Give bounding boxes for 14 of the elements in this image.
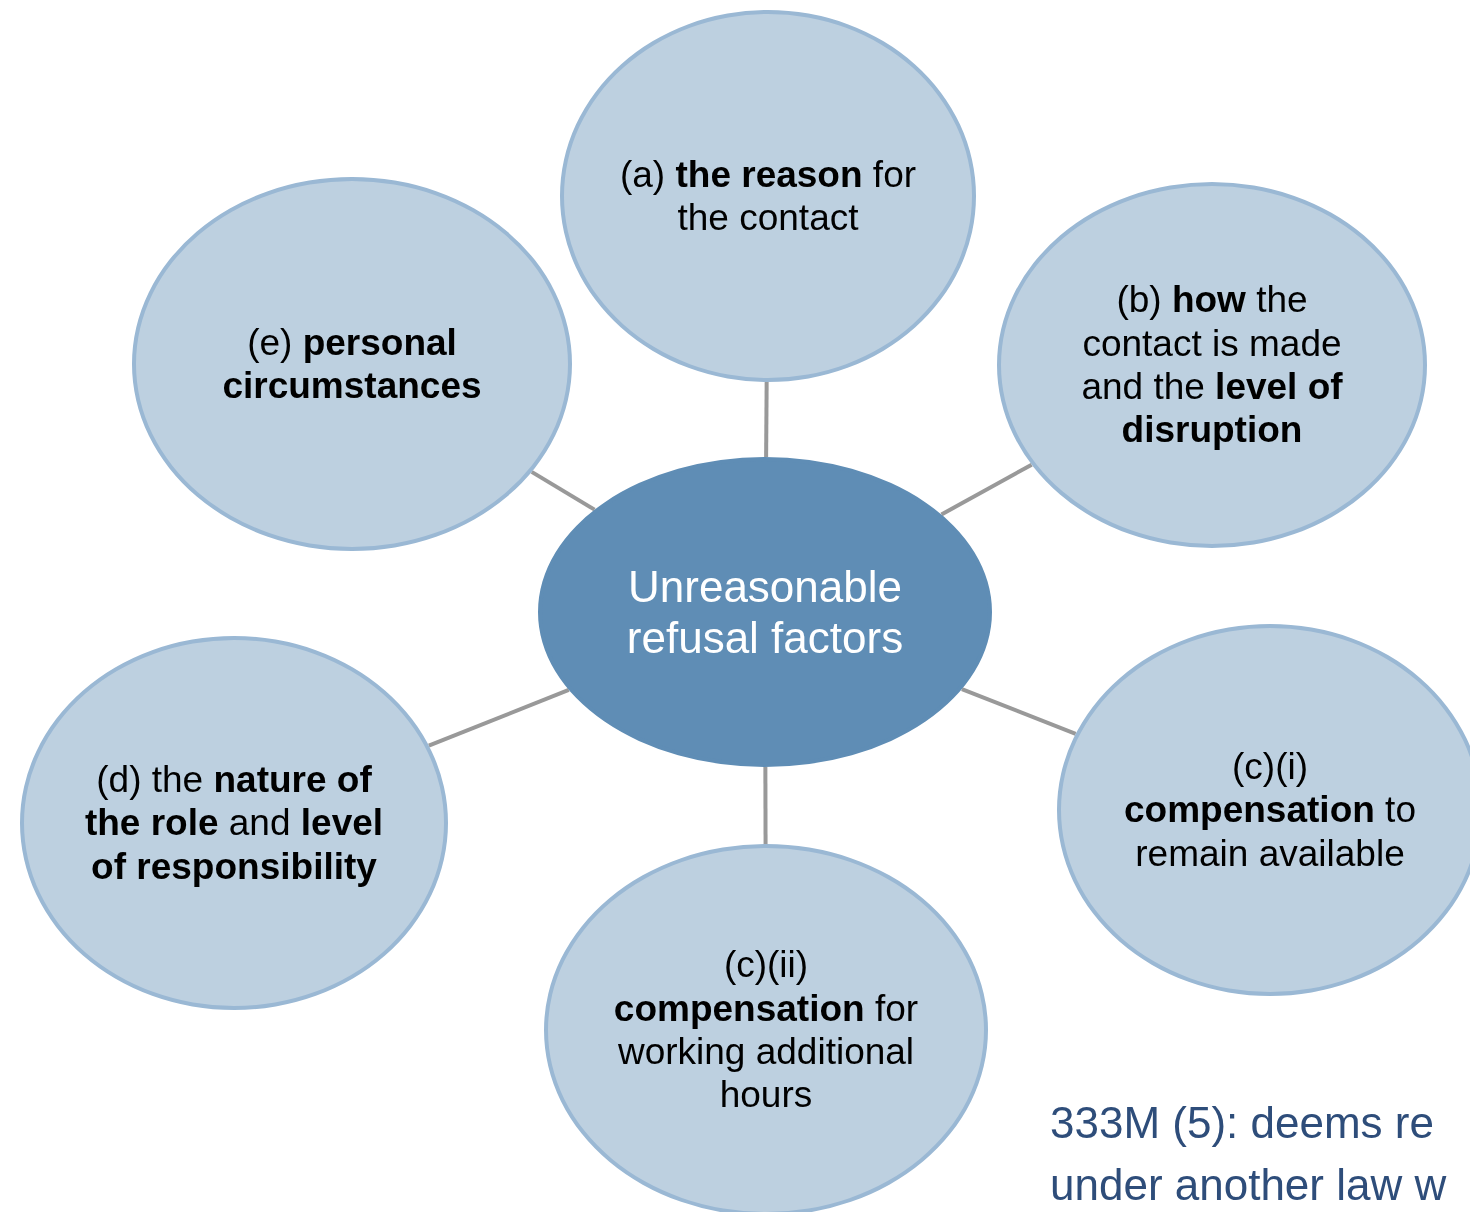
node-text: (d) the nature of the role and level of responsibility — [84, 758, 384, 888]
node-text: (b) how the contact is made and the level of disruption — [1080, 278, 1344, 452]
connector-line — [961, 687, 1077, 736]
note-text: 333M (5): deems re — [1050, 1098, 1434, 1148]
connector-line — [764, 382, 769, 457]
connector-line — [530, 470, 596, 512]
node-text: (c)(i) compensation to remain available — [1123, 745, 1417, 875]
note-text: under another law w — [1050, 1160, 1447, 1210]
node-text: Unreasonable refusal factors — [625, 560, 905, 664]
connector-line — [428, 688, 570, 748]
node-text: (e) personal circumstances — [221, 320, 483, 408]
node-text: (a) the reason for the contact — [618, 152, 918, 240]
connector-line — [763, 767, 768, 844]
node-text: (c)(ii) compensation for working additional hours — [612, 943, 920, 1117]
